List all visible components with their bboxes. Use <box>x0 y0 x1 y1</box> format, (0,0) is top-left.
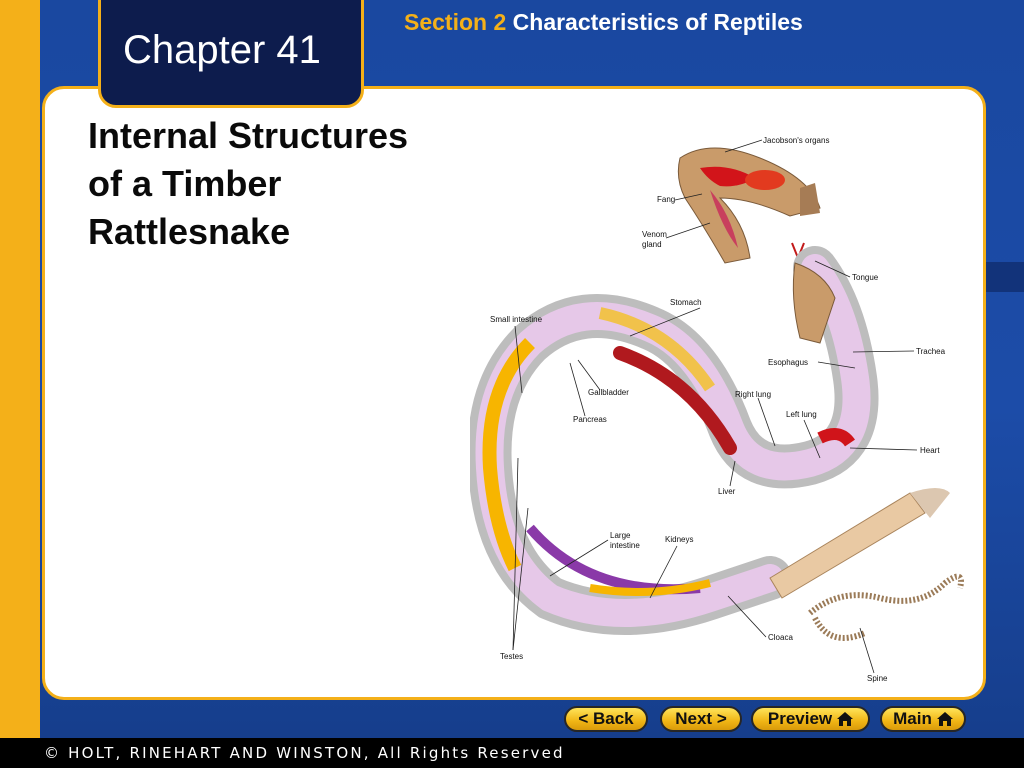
label-spine: Spine <box>867 674 888 683</box>
footer-bar <box>0 738 1024 768</box>
label-heart: Heart <box>920 446 940 455</box>
label-esophagus: Esophagus <box>768 358 808 367</box>
next-button[interactable]: Next > <box>660 706 742 732</box>
section-heading: Section 2 Characteristics of Reptiles <box>404 9 824 36</box>
label-gland: gland <box>642 240 662 249</box>
label-large: Large <box>610 531 631 540</box>
chapter-tab <box>98 0 364 108</box>
slide-title-line-2: of a Timber <box>88 163 282 204</box>
slide-title-line-1: Internal Structures <box>88 115 409 156</box>
home-icon <box>936 712 953 726</box>
snake-head-illustration <box>677 147 821 264</box>
label-jacobsons-organs: Jacobson's organs <box>763 136 829 145</box>
label-venom: Venom <box>642 230 667 239</box>
label-kidneys: Kidneys <box>665 535 693 544</box>
label-trachea: Trachea <box>916 347 946 356</box>
label-small-intestine: Small intestine <box>490 315 543 324</box>
preview-button[interactable]: Preview <box>751 706 870 732</box>
section-number: Section 2 <box>404 9 507 35</box>
label-liver: Liver <box>718 487 736 496</box>
snake-body-illustration <box>470 246 950 635</box>
label-cloaca: Cloaca <box>768 633 793 642</box>
label-left-lung: Left lung <box>786 410 817 419</box>
chapter-label: Chapter 41 <box>123 28 321 72</box>
slide-title-line-3: Rattlesnake <box>88 211 291 252</box>
back-button[interactable]: < Back <box>564 706 648 732</box>
main-button[interactable]: Main <box>880 706 966 732</box>
label-gallbladder: Gallbladder <box>588 388 629 397</box>
right-edge-block <box>984 262 1024 292</box>
home-icon <box>837 712 854 726</box>
label-tongue: Tongue <box>852 273 879 282</box>
preview-label: Preview <box>767 709 833 728</box>
label-testes: Testes <box>500 652 523 661</box>
label-pancreas: Pancreas <box>573 415 607 424</box>
slide-title: Internal Structures of a Timber Rattlesn… <box>88 112 468 256</box>
leader-lines <box>512 139 918 674</box>
left-accent-stripe <box>0 0 40 738</box>
section-title: Characteristics of Reptiles <box>512 9 803 35</box>
neck-illustration <box>792 262 836 344</box>
rattlesnake-anatomy-diagram: Jacobson's organs Fang Venom gland Tongu… <box>470 136 964 683</box>
label-right-lung: Right lung <box>735 390 771 399</box>
label-fang: Fang <box>657 195 675 204</box>
main-label: Main <box>893 709 932 728</box>
copyright-text: © HOLT, RINEHART AND WINSTON, All Rights… <box>44 744 565 762</box>
skeleton-illustration <box>808 573 964 641</box>
label-stomach: Stomach <box>670 298 702 307</box>
label-intestine: intestine <box>610 541 640 550</box>
